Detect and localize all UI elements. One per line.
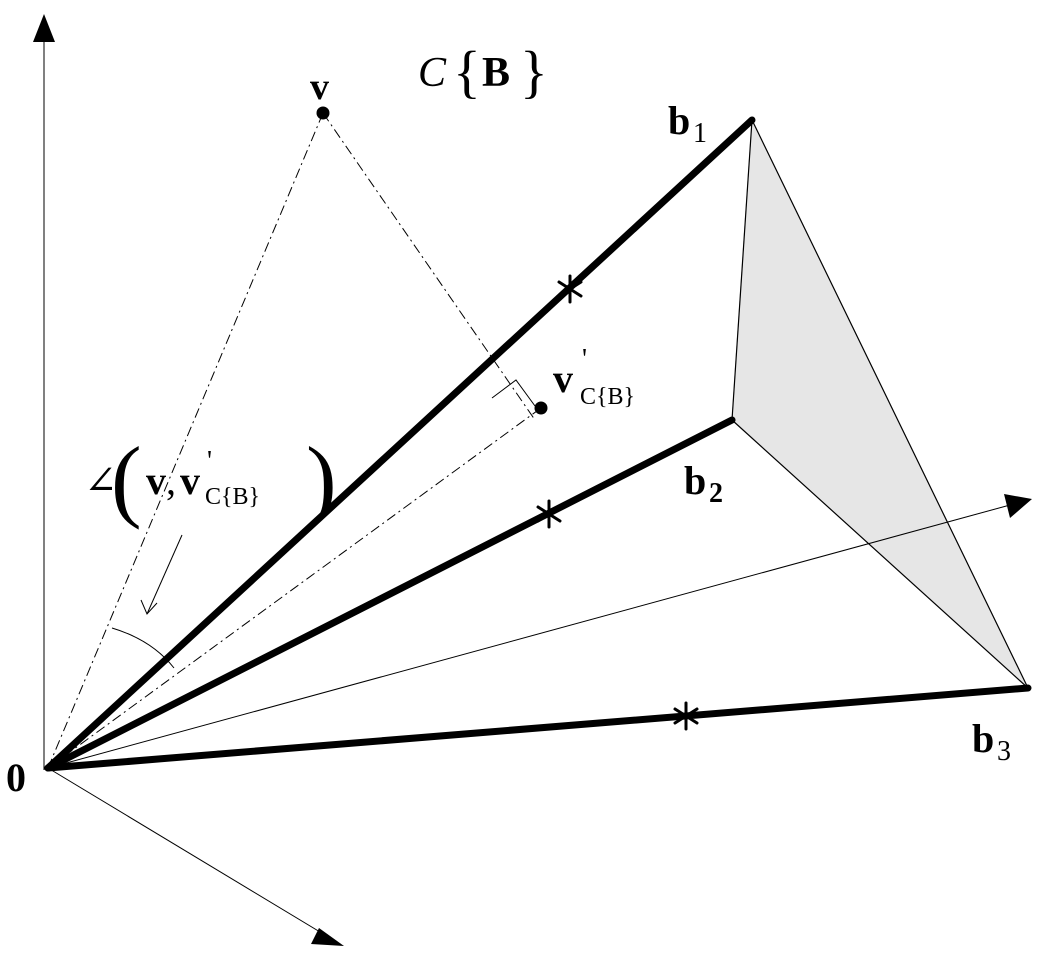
projection-sub-label: C{B} bbox=[580, 384, 635, 410]
projection-label: v ' C{B} bbox=[553, 344, 635, 410]
right-angle-marker bbox=[491, 379, 536, 407]
angle-prime-label: ' bbox=[207, 446, 212, 477]
right-axis bbox=[47, 504, 1011, 769]
angle-pointer-arrow bbox=[146, 534, 183, 615]
cone-shaded-face bbox=[732, 120, 1028, 688]
projection-base-label: v bbox=[553, 356, 573, 401]
cone-script-label: C bbox=[418, 50, 447, 96]
cone-rbrace-label: } bbox=[520, 39, 548, 104]
cone-set-label: B bbox=[482, 50, 510, 96]
angle-label: ∠ ( v , v ' C{B} ) bbox=[84, 428, 337, 530]
point-projection bbox=[534, 401, 548, 415]
edge-b1-b3 bbox=[751, 119, 1029, 689]
star-marks bbox=[536, 274, 699, 731]
b3-sub-label: 3 bbox=[997, 736, 1011, 767]
down-axis bbox=[47, 767, 331, 939]
b1-label: b 1 bbox=[668, 98, 707, 149]
edge-b1-b2 bbox=[731, 119, 753, 421]
angle-symbol-label: ∠ bbox=[84, 458, 118, 503]
b2-base-label: b bbox=[684, 458, 706, 503]
line-v-to-projection bbox=[322, 112, 536, 421]
star-mark-b3 bbox=[673, 701, 699, 731]
down-axis-arrowhead-icon bbox=[311, 928, 344, 946]
projection-prime-label: ' bbox=[582, 344, 587, 375]
angle-rparen-label: ) bbox=[306, 428, 337, 530]
line-origin-to-v bbox=[47, 112, 324, 769]
angle-comma-label: , bbox=[166, 458, 176, 503]
point-v bbox=[316, 106, 330, 120]
vertical-axis-arrowhead-icon bbox=[33, 14, 55, 42]
b3-label: b 3 bbox=[972, 716, 1011, 767]
b1-base-label: b bbox=[668, 98, 690, 143]
edge-b2-b3 bbox=[731, 419, 1029, 689]
vector-b3 bbox=[44, 684, 1032, 772]
star-mark-b1 bbox=[557, 274, 583, 304]
b2-sub-label: 2 bbox=[709, 478, 723, 509]
generators bbox=[44, 116, 1032, 772]
construction-lines bbox=[47, 112, 542, 769]
right-axis-arrowhead-icon bbox=[1004, 494, 1032, 518]
angle-pointer-arrowhead-icon bbox=[140, 599, 158, 615]
angle-v-label: v bbox=[146, 458, 166, 503]
vector-b2 bbox=[44, 416, 736, 772]
b1-sub-label: 1 bbox=[693, 118, 707, 149]
angle-arc bbox=[111, 627, 175, 669]
b2-label: b 2 bbox=[684, 458, 723, 509]
cone-lbrace-label: { bbox=[453, 39, 481, 104]
origin-label: 0 bbox=[6, 755, 26, 800]
star-mark-b2 bbox=[536, 499, 562, 529]
angle-sub-label: C{B} bbox=[205, 484, 260, 510]
angle-proj-label: v bbox=[180, 458, 200, 503]
b3-base-label: b bbox=[972, 716, 994, 761]
cone-label: C { B } bbox=[418, 39, 548, 104]
vector-b1 bbox=[44, 116, 756, 772]
axes bbox=[33, 14, 1032, 946]
line-origin-to-projection bbox=[47, 407, 542, 769]
angle-lparen-label: ( bbox=[111, 428, 142, 530]
vector-v-label: v bbox=[310, 66, 329, 108]
